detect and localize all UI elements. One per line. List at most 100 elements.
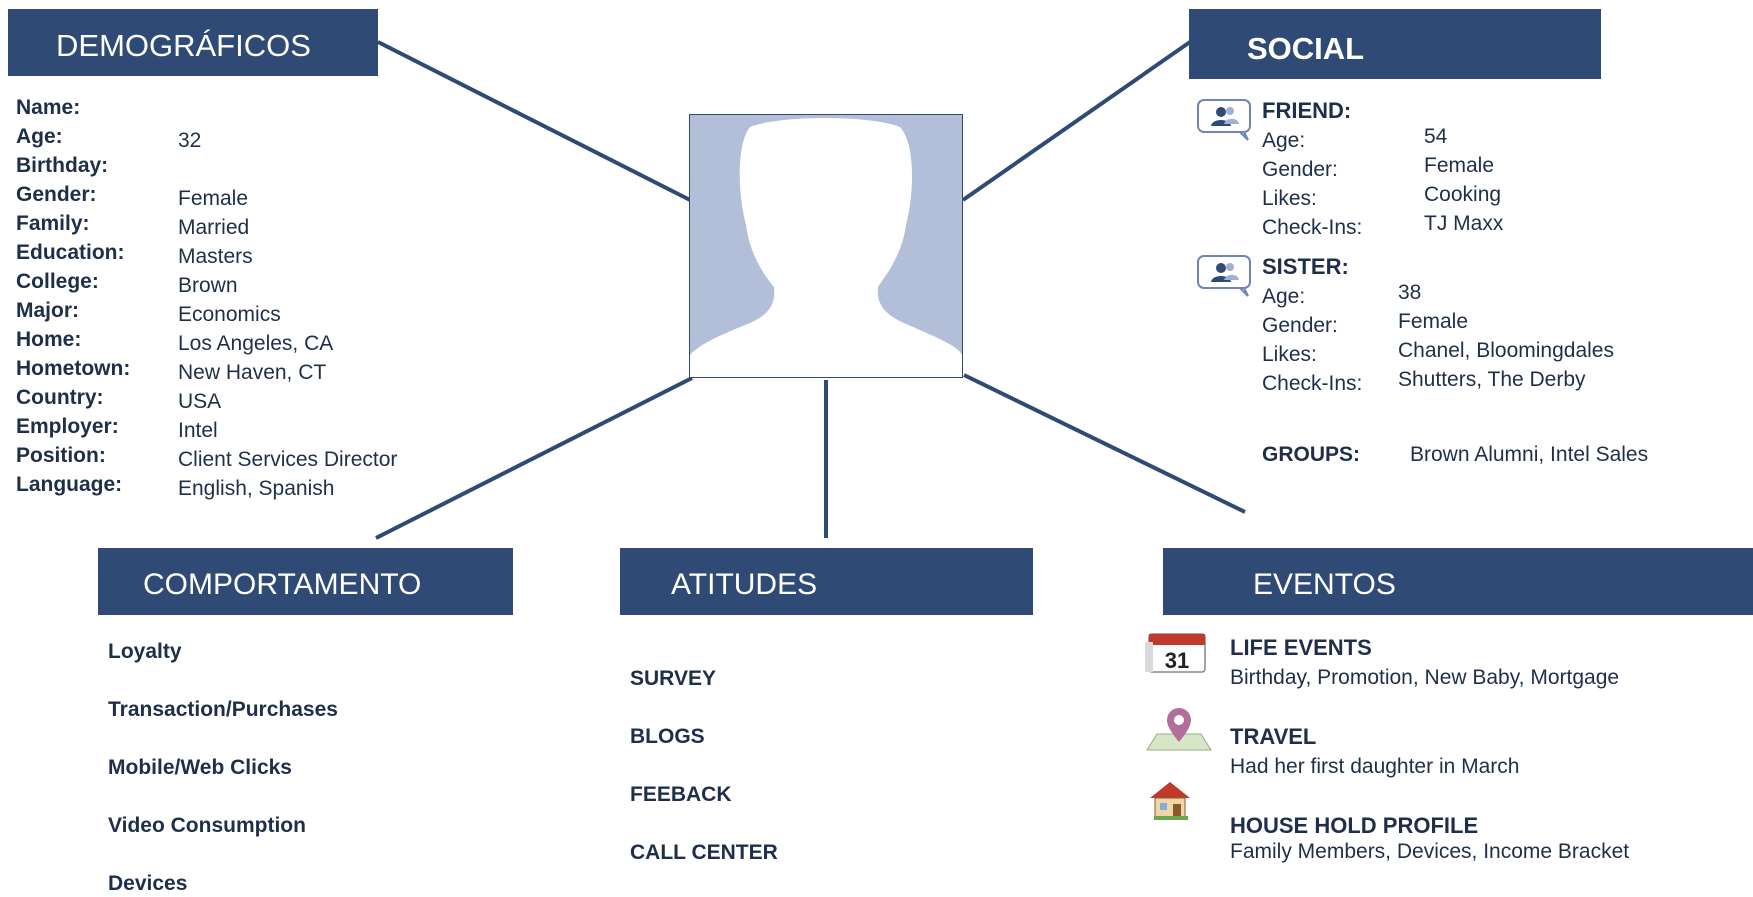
event-desc-household: Family Members, Devices, Income Bracket bbox=[1230, 840, 1630, 863]
social-detail-value: 38 bbox=[1398, 281, 1422, 304]
social-detail-row: Likes: Cooking bbox=[1262, 183, 1682, 213]
demografico-row: Name: bbox=[16, 96, 496, 122]
comportamento-header: COMPORTAMENTO bbox=[98, 548, 513, 615]
demografico-row: Country: USA bbox=[16, 386, 496, 413]
social-detail-key: Gender: bbox=[1262, 314, 1338, 337]
demografico-value: Los Angeles, CA bbox=[178, 332, 334, 355]
demografico-label: Country: bbox=[16, 386, 104, 409]
atitudes-item: SURVEY bbox=[630, 667, 716, 690]
social-detail-value: TJ Maxx bbox=[1424, 212, 1504, 235]
demografico-row: Age: 32 bbox=[16, 125, 496, 152]
demografico-label: College: bbox=[16, 270, 99, 293]
groups-label: GROUPS: bbox=[1262, 443, 1361, 466]
atitudes-item: FEEBACK bbox=[630, 783, 732, 806]
social-detail-row: Check-Ins: TJ Maxx bbox=[1262, 212, 1682, 242]
demografico-value: New Haven, CT bbox=[178, 361, 327, 384]
demografico-label: Birthday: bbox=[16, 154, 109, 177]
friend-title: FRIEND: bbox=[1262, 98, 1352, 123]
house-icon bbox=[1146, 778, 1194, 822]
connector-eventos bbox=[963, 373, 1246, 514]
demografico-label: Employer: bbox=[16, 415, 119, 438]
atitudes-header: ATITUDES bbox=[620, 548, 1033, 615]
map-pin-icon bbox=[1143, 706, 1213, 752]
social-detail-row: Gender: Female bbox=[1262, 154, 1682, 184]
demograficos-title: DEMOGRÁFICOS bbox=[56, 28, 311, 63]
eventos-header: EVENTOS bbox=[1163, 548, 1753, 615]
demografico-label: Language: bbox=[16, 473, 123, 496]
calendar-icon: 31 bbox=[1143, 630, 1209, 676]
social-detail-row: Gender:Female bbox=[1262, 310, 1682, 340]
demografico-value: Married bbox=[178, 216, 250, 239]
social-detail-row: Age: 38 bbox=[1262, 281, 1682, 311]
groups-value: Brown Alumni, Intel Sales bbox=[1410, 443, 1649, 466]
demografico-value: Masters bbox=[178, 245, 253, 268]
demografico-row: Employer: Intel bbox=[16, 415, 496, 442]
sister-title: SISTER: bbox=[1262, 254, 1349, 279]
social-detail-key: Gender: bbox=[1262, 158, 1338, 181]
demografico-row: Home: Los Angeles, CA bbox=[16, 328, 496, 355]
comportamento-item: Video Consumption bbox=[108, 814, 306, 837]
event-desc-life-events: Birthday, Promotion, New Baby, Mortgage bbox=[1230, 666, 1620, 689]
social-detail-value: Chanel, Bloomingdales bbox=[1398, 339, 1614, 362]
demografico-row: Position: Client Services Director bbox=[16, 444, 496, 471]
demografico-value: USA bbox=[178, 390, 222, 413]
demografico-label: Position: bbox=[16, 444, 106, 467]
demografico-value: Economics bbox=[178, 303, 281, 326]
demografico-label: Major: bbox=[16, 299, 79, 322]
comportamento-item: Transaction/Purchases bbox=[108, 698, 338, 721]
social-detail-key: Likes: bbox=[1262, 343, 1317, 366]
social-detail-value: Female bbox=[1424, 154, 1495, 177]
demografico-row: Gender:Female bbox=[16, 183, 496, 210]
social-detail-key: Check-Ins: bbox=[1262, 216, 1363, 239]
demografico-label: Education: bbox=[16, 241, 125, 264]
atitudes-title: ATITUDES bbox=[671, 568, 818, 601]
profile-avatar bbox=[689, 114, 963, 378]
demografico-label: Name: bbox=[16, 96, 81, 119]
calendar-day-text: 31 bbox=[1165, 648, 1189, 673]
sister-icon bbox=[1196, 254, 1256, 298]
demografico-row: Birthday: bbox=[16, 154, 496, 180]
demografico-value: Female bbox=[178, 187, 249, 210]
social-detail-value: 54 bbox=[1424, 125, 1448, 148]
demografico-row: Family: Married bbox=[16, 212, 496, 239]
atitudes-item: CALL CENTER bbox=[630, 841, 778, 864]
person-silhouette-icon bbox=[690, 118, 962, 377]
social-detail-row: Likes: Chanel, Bloomingdales bbox=[1262, 339, 1682, 369]
connector-demograficos bbox=[377, 40, 691, 202]
event-title-life-events: LIFE EVENTS bbox=[1230, 635, 1372, 660]
event-title-household: HOUSE HOLD PROFILE bbox=[1230, 813, 1479, 838]
demografico-label: Age: bbox=[16, 125, 63, 148]
comportamento-item: Mobile/Web Clicks bbox=[108, 756, 292, 779]
demografico-value: Client Services Director bbox=[178, 448, 398, 471]
demografico-row: Major: Economics bbox=[16, 299, 496, 326]
atitudes-item: BLOGS bbox=[630, 725, 705, 748]
demografico-row: Language:English, Spanish bbox=[16, 473, 496, 500]
demografico-label: Home: bbox=[16, 328, 82, 351]
social-detail-value: Cooking bbox=[1424, 183, 1502, 206]
demografico-value: 32 bbox=[178, 129, 202, 152]
demografico-label: Family: bbox=[16, 212, 90, 235]
event-desc-travel: Had her first daughter in March bbox=[1230, 755, 1520, 778]
demografico-value: Brown bbox=[178, 274, 238, 297]
social-detail-key: Likes: bbox=[1262, 187, 1317, 210]
comportamento-item: Devices bbox=[108, 872, 188, 895]
event-title-travel: TRAVEL bbox=[1230, 724, 1317, 749]
demografico-row: Hometown: New Haven, CT bbox=[16, 357, 496, 384]
demografico-value: Intel bbox=[178, 419, 218, 442]
comportamento-item: Loyalty bbox=[108, 640, 182, 663]
social-header: SOCIAL bbox=[1189, 9, 1601, 79]
demografico-row: College: Brown bbox=[16, 270, 496, 297]
demograficos-header: DEMOGRÁFICOS bbox=[8, 9, 378, 76]
social-detail-key: Age: bbox=[1262, 129, 1306, 152]
connector-comportamento bbox=[375, 376, 693, 540]
demografico-label: Hometown: bbox=[16, 357, 131, 380]
social-detail-key: Age: bbox=[1262, 285, 1306, 308]
social-detail-value: Shutters, The Derby bbox=[1398, 368, 1586, 391]
social-title: SOCIAL bbox=[1247, 31, 1365, 66]
social-detail-key: Check-Ins: bbox=[1262, 372, 1363, 395]
eventos-title: EVENTOS bbox=[1253, 568, 1396, 601]
friend-icon bbox=[1196, 98, 1256, 142]
demografico-row: Education: Masters bbox=[16, 241, 496, 268]
social-detail-row: Check-Ins: Shutters, The Derby bbox=[1262, 368, 1682, 398]
